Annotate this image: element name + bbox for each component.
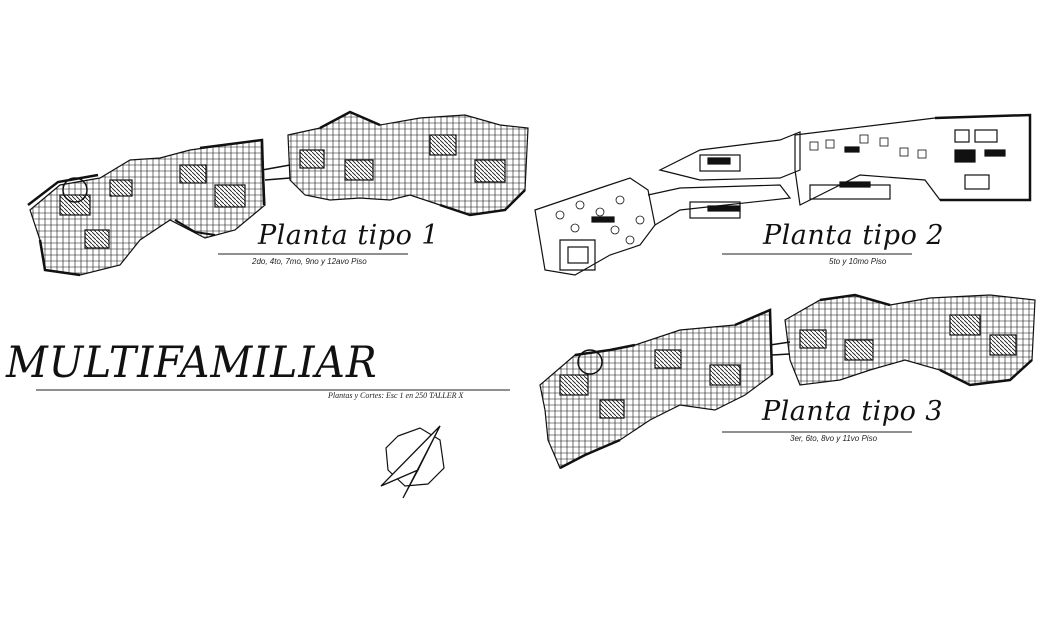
drawing-main-title: MULTIFAMILIAR (6, 338, 378, 388)
plan-3-drawing (539, 293, 1036, 470)
plan-2-subtitle: 5to y 10mo Piso (829, 257, 887, 266)
north-arrow-icon (380, 425, 445, 499)
plan-1-drawing (27, 110, 529, 277)
plan-2-title: Planta tipo 2 (763, 220, 945, 251)
drawing-main-subtitle: Plantas y Cortes: Esc 1 en 250 TALLER X (328, 391, 464, 400)
plan-1-title: Planta tipo 1 (258, 220, 440, 251)
plan-1-subtitle: 2do, 4to, 7mo, 9no y 12avo Piso (252, 257, 367, 266)
plan-2-drawing (534, 113, 1032, 276)
plan-3-subtitle: 3er, 6to, 8vo y 11vo Piso (790, 434, 878, 443)
plan-3-title: Planta tipo 3 (762, 396, 944, 427)
